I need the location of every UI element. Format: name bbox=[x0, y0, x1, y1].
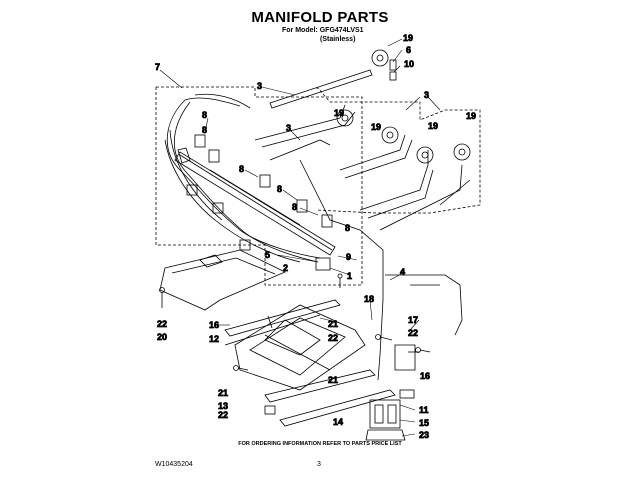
manifold-tube bbox=[174, 147, 336, 271]
callout-22: 22 bbox=[408, 328, 418, 338]
callout-15: 15 bbox=[419, 418, 429, 428]
callout-18: 18 bbox=[364, 294, 374, 304]
callout-20: 20 bbox=[157, 332, 167, 342]
document-number: W10435204 bbox=[155, 461, 193, 468]
callout-2: 2 bbox=[283, 263, 288, 273]
callout-labels: 7 3 3 3 19 6 10 19 19 19 19 8 8 8 8 8 8 … bbox=[155, 33, 477, 441]
ordering-note: FOR ORDERING INFORMATION REFER TO PARTS … bbox=[238, 441, 402, 447]
callout-11: 11 bbox=[419, 405, 429, 415]
callout-8: 8 bbox=[202, 110, 207, 120]
callout-3: 3 bbox=[286, 123, 291, 133]
burner-tubes bbox=[254, 69, 471, 231]
callout-3: 3 bbox=[424, 90, 429, 100]
callout-19: 19 bbox=[403, 33, 413, 43]
callout-7: 7 bbox=[155, 62, 160, 72]
callout-12: 12 bbox=[209, 334, 219, 344]
callout-9: 9 bbox=[346, 252, 351, 262]
callout-4: 4 bbox=[400, 267, 405, 277]
assembly-outline-right bbox=[315, 87, 481, 214]
callout-16: 16 bbox=[420, 371, 430, 381]
callout-22: 22 bbox=[328, 333, 338, 343]
callout-5: 5 bbox=[265, 250, 270, 260]
heat-shield bbox=[159, 249, 286, 311]
callout-8: 8 bbox=[239, 164, 244, 174]
callout-21: 21 bbox=[328, 319, 338, 329]
callout-19: 19 bbox=[466, 111, 476, 121]
finish-label: (Stainless) bbox=[320, 36, 356, 43]
page-title: MANIFOLD PARTS bbox=[251, 9, 389, 26]
callout-23: 23 bbox=[419, 430, 429, 440]
orifice-fittings bbox=[336, 49, 471, 164]
callout-21: 21 bbox=[218, 388, 228, 398]
callout-8: 8 bbox=[277, 184, 282, 194]
callout-6: 6 bbox=[406, 45, 411, 55]
model-line: For Model: GFG474LVS1 bbox=[282, 27, 364, 34]
page-number: 3 bbox=[317, 461, 321, 468]
pressure-regulator bbox=[365, 344, 420, 441]
callout-8: 8 bbox=[345, 223, 350, 233]
screws bbox=[159, 273, 431, 371]
gas-supply-line bbox=[299, 159, 463, 381]
callout-16: 16 bbox=[209, 320, 219, 330]
callout-22: 22 bbox=[157, 319, 167, 329]
callout-10: 10 bbox=[404, 59, 414, 69]
callout-3: 3 bbox=[257, 81, 262, 91]
bottom-bracket bbox=[224, 299, 396, 427]
callout-19: 19 bbox=[428, 121, 438, 131]
assembly-outline-left bbox=[155, 86, 363, 286]
leader-lines bbox=[159, 38, 441, 437]
wire-harness bbox=[164, 93, 321, 263]
callout-17: 17 bbox=[408, 315, 418, 325]
callout-1: 1 bbox=[347, 271, 352, 281]
callout-8: 8 bbox=[202, 125, 207, 135]
callout-8: 8 bbox=[292, 202, 297, 212]
callout-13: 13 bbox=[218, 401, 228, 411]
callout-22: 22 bbox=[218, 410, 228, 420]
callout-19: 19 bbox=[334, 108, 344, 118]
callout-14: 14 bbox=[333, 417, 343, 427]
callout-19: 19 bbox=[371, 122, 381, 132]
callout-21: 21 bbox=[328, 375, 338, 385]
